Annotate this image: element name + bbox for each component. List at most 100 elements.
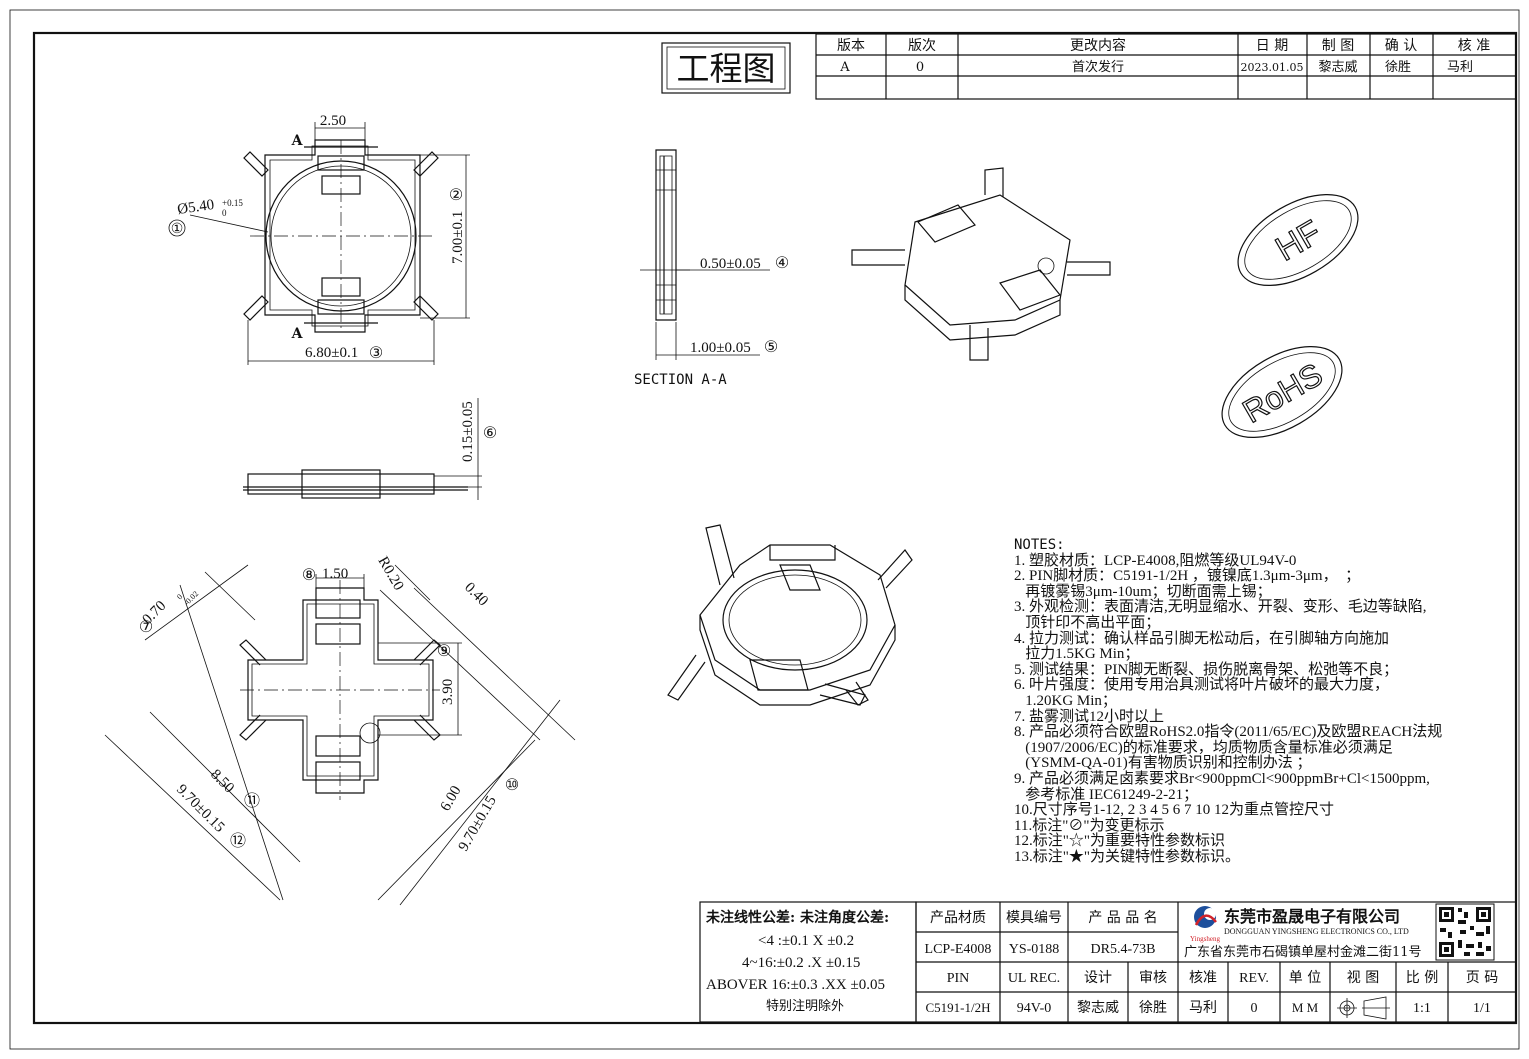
balloon-2: ② [449,185,463,204]
rev-cell-drawn: 黎志威 [1318,60,1357,75]
info-rev-label: REV. [1239,971,1269,986]
tol-line-1: 未注线性公差: 未注角度公差: [706,909,889,926]
info-design-label: 设计 [1084,970,1112,986]
company-address: 广东省东莞市石碣镇单屋村金滩二街11号 [1184,944,1422,960]
tol-line-3: 4~16:±0.2 .X ±0.15 [742,955,860,971]
tol-line-5: 特别注明除外 [766,999,844,1014]
side-view: 0.15±0.05 ⑥ [243,398,497,500]
rev-cell-content: 首次发行 [1072,59,1124,75]
drawing-frame [32,31,1518,1025]
info-unit-label: 单 位 [1289,970,1321,986]
dim-diameter: Ø5.40 [176,197,215,218]
info-page-label: 页 码 [1466,970,1498,986]
info-material: LCP-E4008 [925,942,992,957]
tol-line-2: <4 :±0.1 X ±0.2 [758,933,854,949]
balloon-10: ⑩ [505,775,519,794]
balloon-8: ⑧ [302,565,316,584]
section-label: SECTION A-A [634,372,727,388]
dim-diameter-tol-up: +0.15 [222,198,243,208]
info-scale-label: 比 例 [1406,970,1438,986]
dim-diameter-tol-lo: 0 [222,208,227,218]
info-rev: 0 [1251,1001,1258,1016]
dim-0-40: 0.40 [461,580,491,610]
balloon-4: ④ [775,253,789,272]
info-approve-label: 核准 [1189,970,1217,986]
info-view-label: 视 图 [1347,970,1379,986]
section-marker-a-top: A [291,133,304,149]
dim-0-70-tol-up: 0 [175,592,184,601]
company-name-cn: 东莞市盈晟电子有限公司 [1224,907,1400,926]
dim-3-90: 3.90 [440,679,456,705]
rev-header-date: 日 期 [1256,38,1288,54]
top-view: A A 2.50 7.00±0.1 6.80±0.1 Ø5.40 +0.15 0 [176,113,470,365]
dim-0-15: 0.15±0.05 [460,401,476,462]
info-designer: 黎志威 [1077,1000,1119,1016]
stamp-title: 工程图 [677,49,776,88]
balloon-1: ① [168,219,186,237]
balloon-11: ⑪ [244,791,260,810]
note-line: 顶针印不高出平面； [1014,614,1161,631]
dim-1-00: 1.00±0.05 [690,340,751,356]
note-line: 参考标准 IEC61249-2-21； [1014,786,1199,803]
dim-7-00: 7.00±0.1 [450,211,466,264]
dim-9-70-b: 9.70±0.15 [456,793,500,854]
note-line: 8. 产品必须符合欧盟RoHS2.0指令(2011/65/EC)及欧盟REACH… [1014,724,1443,741]
hf-text: HF [1269,213,1327,269]
info-ulrec-label: UL REC. [1008,971,1060,986]
info-header-name: 产 品 品 名 [1088,910,1157,926]
rev-header-drawn: 制 图 [1322,38,1354,54]
rev-header-content: 更改内容 [1070,37,1126,54]
revision-table: 版本 版次 更改内容 日 期 制 图 确 认 核 准 A 0 首次发行 2023… [815,33,1517,100]
note-line: 1.20KG Min； [1014,692,1117,709]
info-scale: 1:1 [1413,1001,1431,1016]
notes-title: NOTES: [1014,537,1065,553]
note-line: 6. 叶片强度：使用专用治具测试将叶片破坏的最大力度， [1014,677,1390,694]
section-marker-a-bottom: A [291,326,304,342]
tol-line-4: ABOVER 16:±0.3 .XX ±0.05 [706,977,885,993]
rev-cell-date: 2023.01.05 [1241,61,1304,74]
note-line: 1. 塑胶材质：LCP-E4008,阻燃等级UL94V-0 [1014,552,1297,569]
rev-header-version: 版本 [837,38,865,54]
rev-header-checked: 确 认 [1385,38,1417,54]
svg-text:③: ③ [369,343,383,362]
info-header-mold: 模具编号 [1006,910,1062,926]
section-a-a: 0.50±0.05 ④ 1.00±0.05 ⑤ SECTION A-A [634,149,789,388]
info-page: 1/1 [1473,1001,1491,1016]
note-line: 12.标注"☆"为重要特性参数标识 [1014,833,1225,850]
outer-border [9,9,1520,1050]
isometric-view-closed [851,167,1111,361]
info-mold: YS-0188 [1009,942,1060,957]
dim-0-50: 0.50±0.05 [700,256,761,272]
company-name-en: DONGGUAN YINGSHENG ELECTRONICS CO., LTD [1224,927,1409,936]
note-line: 再镀雾锡3μm-10um；切断面需上锡； [1014,583,1272,600]
balloon-9: ⑨ [437,641,451,660]
rohs-mark: RoHS [1221,346,1343,438]
note-line: (1907/2006/EC)的标准要求，均质物质含量标准必须满足 [1014,739,1393,756]
info-unit: M M [1292,1000,1319,1015]
balloon-12: ⑫ [230,831,246,850]
note-line: 10.尺寸序号1-12, 2 3 4 5 6 7 10 12为重点管控尺寸 [1014,802,1334,819]
balloon-6: ⑥ [483,423,497,442]
note-line: 5. 测试结果：PIN脚无断裂、损伤脱离骨架、松弛等不良； [1014,661,1399,678]
note-line: 2. PIN脚材质：C5191-1/2H ，镀镍底1.3μm-3μm， ； [1014,568,1361,585]
stamp-box: 工程图 [661,42,791,94]
info-ulrec: 94V-0 [1017,1001,1052,1016]
info-approver: 马利 [1189,1000,1217,1016]
balloon-5: ⑤ [764,337,778,356]
rev-header-edition: 版次 [908,38,936,54]
note-line: 13.标注"★"为关键特性参数标识。 [1014,848,1240,865]
rev-cell-edition: 0 [916,60,924,75]
balloon-7: ⑦ [139,617,153,636]
company-logo-text: Yingsheng [1190,935,1220,943]
note-line: (YSMM-QA-01)有害物质识别和控制办法 ； [1014,755,1312,772]
dim-2-50: 2.50 [320,113,346,129]
title-block-grid: Yingsheng [699,901,1517,1023]
dim-r0-20: R0.20 [375,554,407,593]
note-line: 3. 外观检测：表面清洁,无明显缩水、开裂、变形、毛边等缺陷, [1014,599,1427,616]
dim-6-80: 6.80±0.1 [305,345,358,361]
rev-cell-version: A [839,60,850,75]
svg-text:②: ② [449,185,463,204]
note-line: 4. 拉力测试：确认样品引脚无松动后，在引脚轴方向施加 [1014,630,1390,647]
note-line: 11.标注"⊘"为变更标示 [1014,817,1165,834]
